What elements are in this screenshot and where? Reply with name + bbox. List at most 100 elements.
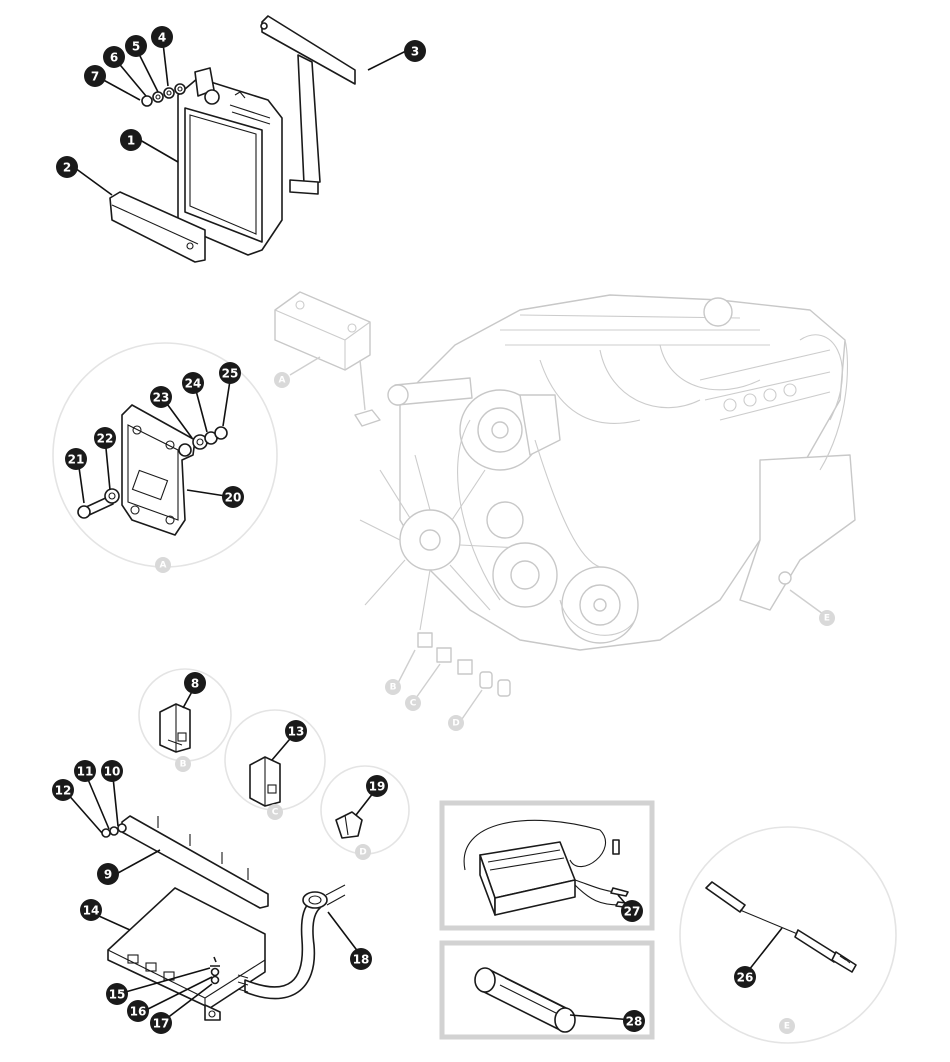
callout-badge — [350, 948, 372, 970]
callout-number: 5 — [132, 40, 140, 54]
callout-badge — [74, 760, 96, 782]
connector-d — [335, 811, 363, 839]
callout-23: 23 — [150, 386, 172, 408]
connector-b — [159, 703, 191, 753]
callout-number: 13 — [288, 725, 305, 739]
control-unit-box — [107, 887, 266, 1021]
mounting-rail — [121, 815, 269, 909]
callout-20: 20 — [222, 486, 244, 508]
item-27-frame — [439, 800, 655, 931]
callout-number: 6 — [110, 51, 118, 65]
callout-number: 21 — [68, 453, 85, 467]
callout-26: 26 — [734, 966, 756, 988]
wiring-loom-grommet — [237, 884, 346, 1000]
callout-number: 14 — [83, 904, 100, 918]
callout-24: 24 — [182, 372, 204, 394]
callout-number: 22 — [97, 432, 114, 446]
location-marker-badge — [274, 372, 290, 388]
callout-number: 28 — [626, 1015, 643, 1029]
location-marker-d: D — [355, 844, 371, 860]
callout-badge — [734, 966, 756, 988]
callout-number: 18 — [353, 953, 370, 967]
callout-22: 22 — [94, 427, 116, 449]
callout-badge — [182, 372, 204, 394]
location-marker-badge — [448, 715, 464, 731]
engine-location-leaders — [289, 356, 824, 720]
location-marker-letter: E — [824, 614, 830, 624]
location-marker-letter: A — [279, 376, 286, 386]
callout-badge — [56, 156, 78, 178]
callout-badges: 1234567891011121314151617181920212223242… — [52, 26, 756, 1034]
callout-badge — [103, 46, 125, 68]
location-marker-badge — [267, 804, 283, 820]
location-marker-letter: C — [272, 808, 279, 818]
callout-27: 27 — [621, 900, 643, 922]
callout-badge — [219, 362, 241, 384]
callout-badge — [52, 779, 74, 801]
callout-number: 11 — [77, 765, 94, 779]
callout-number: 25 — [222, 367, 239, 381]
diagnostic-charger — [463, 819, 635, 916]
callout-badge — [150, 386, 172, 408]
location-marker-letter: A — [160, 561, 167, 571]
callout-8: 8 — [184, 672, 206, 694]
callout-badge — [127, 1000, 149, 1022]
callout-9: 9 — [97, 863, 119, 885]
callout-badge — [65, 448, 87, 470]
location-marker-badge — [405, 695, 421, 711]
location-marker-a: A — [155, 557, 171, 573]
callout-19: 19 — [366, 775, 388, 797]
callout-badge — [120, 129, 142, 151]
location-marker-e: E — [779, 1018, 795, 1034]
callout-number: 8 — [191, 677, 199, 691]
bracket-module-a — [121, 404, 196, 536]
location-marker-badge — [819, 610, 835, 626]
engine-illustration — [274, 291, 856, 697]
location-marker-letter: D — [359, 848, 366, 858]
callout-number: 20 — [225, 491, 242, 505]
callout-number: 15 — [109, 988, 126, 1002]
location-marker-c: C — [267, 804, 283, 820]
callout-number: 3 — [411, 45, 419, 59]
callout-4: 4 — [151, 26, 173, 48]
callout-number: 9 — [104, 868, 112, 882]
callout-number: 10 — [104, 765, 121, 779]
location-marker-d: D — [448, 715, 464, 731]
oxygen-sensor — [705, 881, 857, 973]
location-marker-a: A — [274, 372, 290, 388]
callout-11: 11 — [74, 760, 96, 782]
location-marker-letter: E — [784, 1022, 790, 1032]
engine-fan — [359, 454, 521, 631]
callout-badge — [84, 65, 106, 87]
ecu-cover-plate — [109, 191, 206, 263]
callout-number: 12 — [55, 784, 72, 798]
callout-7: 7 — [84, 65, 106, 87]
callout-12: 12 — [52, 779, 74, 801]
callout-badge — [623, 1010, 645, 1032]
ecu-module — [177, 67, 283, 256]
callout-number: 2 — [63, 161, 71, 175]
callout-badge — [621, 900, 643, 922]
location-marker-badge — [155, 557, 171, 573]
bolt-and-washers-a — [77, 426, 228, 519]
callout-1: 1 — [120, 129, 142, 151]
callout-number: 19 — [369, 780, 386, 794]
location-marker-b: B — [175, 756, 191, 772]
callout-10: 10 — [101, 760, 123, 782]
callout-3: 3 — [404, 40, 426, 62]
callout-16: 16 — [127, 1000, 149, 1022]
callout-badge — [366, 775, 388, 797]
callout-badge — [80, 899, 102, 921]
socket-tool — [474, 967, 576, 1033]
callout-number: 26 — [737, 971, 754, 985]
callout-number: 1 — [127, 134, 135, 148]
callout-13: 13 — [285, 720, 307, 742]
location-marker-letter: B — [180, 760, 187, 770]
callout-number: 27 — [624, 905, 641, 919]
callout-14: 14 — [80, 899, 102, 921]
callout-25: 25 — [219, 362, 241, 384]
callout-18: 18 — [350, 948, 372, 970]
location-marker-letter: D — [452, 719, 459, 729]
callout-badge — [150, 1012, 172, 1034]
